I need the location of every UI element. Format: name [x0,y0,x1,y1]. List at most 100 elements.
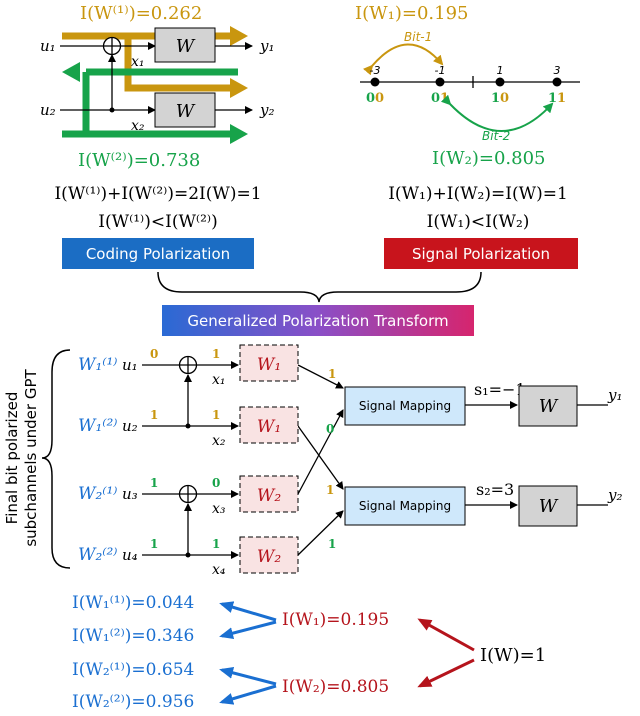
mid-w2: I(W₂)=0.805 [282,677,389,697]
bit-in-2: 1 [150,408,158,422]
physical-channel-box-2 [518,485,578,527]
xor-plus-2 [179,485,197,503]
side-label-line1: Final bit polarized [3,392,21,525]
leaf-w1-2: I(W₁⁽²⁾)=0.346 [72,626,194,646]
signal-banner-label: Signal Polarization [412,245,550,263]
tick-m1: -1 [435,64,446,77]
subchannel-w1-2: W₁⁽²⁾ [78,416,117,436]
coding-polarization-block: W W u₁ u₂ x₁ x₂ y₁ y₂ I(W⁽¹⁾)=0.262 I(W⁽… [40,3,275,269]
bit-map-4: 1 [328,537,336,551]
tick-p3: 3 [554,64,561,77]
input-u2: u₂ [122,417,138,435]
bit2-arc [440,94,554,132]
gpt-banner [162,305,474,336]
input-u1: u₁ [122,356,138,374]
input-u4: u₄ [122,546,138,564]
green-arrowhead-bottom [230,124,248,144]
box-label-w2-b: W₂ [257,547,281,567]
red-arrow-1 [417,618,475,652]
bit-out-1: 1 [212,347,220,361]
channel-w1-box-a [239,344,299,382]
physical-channel-box-1 [518,385,578,427]
bit-map-2: 0 [326,422,334,436]
combining-brace [157,271,482,303]
y1-label: y₁ [259,37,275,55]
input-u3: u₃ [122,485,138,503]
gold-arrowhead-mid [230,78,248,98]
xor-plus [103,37,121,55]
constellation-point-p3 [552,77,562,87]
leaf-w2-2: I(W₂⁽²⁾)=0.956 [72,692,194,712]
w-label-bottom: W [176,101,196,122]
side-brace [41,349,71,569]
code-01: 01 [431,91,449,106]
constellation-point-m1 [435,77,445,87]
junction-dot [109,107,115,113]
subchannel-w1-1: W₁⁽¹⁾ [78,355,117,375]
constellation-point-m3 [370,77,380,87]
bit-in-3: 1 [150,476,158,490]
y2-label: y₂ [259,101,275,119]
output-y1: y₁ [607,386,623,404]
box-label-w1-b: W₁ [257,417,281,437]
output-y2: y₂ [607,486,623,504]
x2-label: x₂ [131,118,145,134]
physical-w-label-2: W [539,496,559,517]
coding-eq1: I(W⁽¹⁾)+I(W⁽²⁾)=2I(W)=1 [54,184,261,204]
green-arrowhead-left [62,62,80,82]
x1-label: x₁ [131,54,145,70]
x3-out: x₃ [212,501,226,517]
bit2-label: Bit-2 [482,129,510,143]
channel-w2-box-a [239,475,299,513]
side-label-line2: subchannels under GPT [22,369,40,547]
physical-w-label-1: W [539,396,559,417]
blue-arrow-1 [219,601,277,622]
code-10: 10 [491,91,509,106]
coding-iw2: I(W⁽²⁾)=0.738 [78,150,200,171]
bit1-arc [362,43,444,76]
channel-w1-box-b [239,406,299,444]
bit1-label: Bit-1 [404,30,432,44]
u2-label: u₂ [40,101,56,119]
box-label-w1-a: W₁ [257,355,281,375]
gpt-structure: Final bit polarized subchannels under GP… [3,344,623,578]
red-arrow-2 [417,658,475,688]
signal-mapping-label-1: Signal Mapping [359,399,451,413]
signal-banner [384,238,578,269]
subchannel-w2-2: W₂⁽²⁾ [78,545,117,565]
bit-map-3: 1 [326,483,334,497]
code-00: 00 [366,91,384,106]
subchannel-w2-1: W₂⁽¹⁾ [78,484,117,504]
coding-iw1: I(W⁽¹⁾)=0.262 [80,3,202,24]
box-label-w2-a: W₂ [257,486,281,506]
x1-out: x₁ [212,372,226,388]
symbol-s2: s₂=3 [476,480,514,499]
root-iw: I(W)=1 [480,645,546,666]
bit-in-1: 0 [150,347,158,361]
tick-p1: 1 [497,64,504,77]
mid-w1: I(W₁)=0.195 [282,610,389,630]
constellation-point-p1 [495,77,505,87]
xor-plus-1 [179,356,197,374]
signal-mapping-box-1 [344,386,466,426]
x2-out: x₂ [212,433,226,449]
channel-w-box-bottom [154,92,216,128]
code-11: 11 [548,91,566,106]
bit-map-1: 1 [328,367,336,381]
coding-banner-label: Coding Polarization [86,245,230,263]
tick-m3: -3 [370,64,381,77]
symbol-s1: s₁=−1 [474,380,526,399]
signal-iw1: I(W₁)=0.195 [355,3,468,24]
coding-banner [62,238,254,269]
gold-arrowhead-top [230,26,248,46]
gpt-banner-label: Generalized Polarization Transform [187,312,448,330]
blue-arrow-2 [219,620,277,640]
bit-out-2: 1 [212,408,220,422]
channel-w-box-top [154,27,216,63]
u1-label: u₁ [40,37,56,55]
leaf-w1-1: I(W₁⁽¹⁾)=0.044 [72,593,194,613]
signal-mapping-box-2 [344,486,466,526]
leaf-w2-1: I(W₂⁽¹⁾)=0.654 [72,660,194,680]
junction-dot-1 [185,423,191,429]
